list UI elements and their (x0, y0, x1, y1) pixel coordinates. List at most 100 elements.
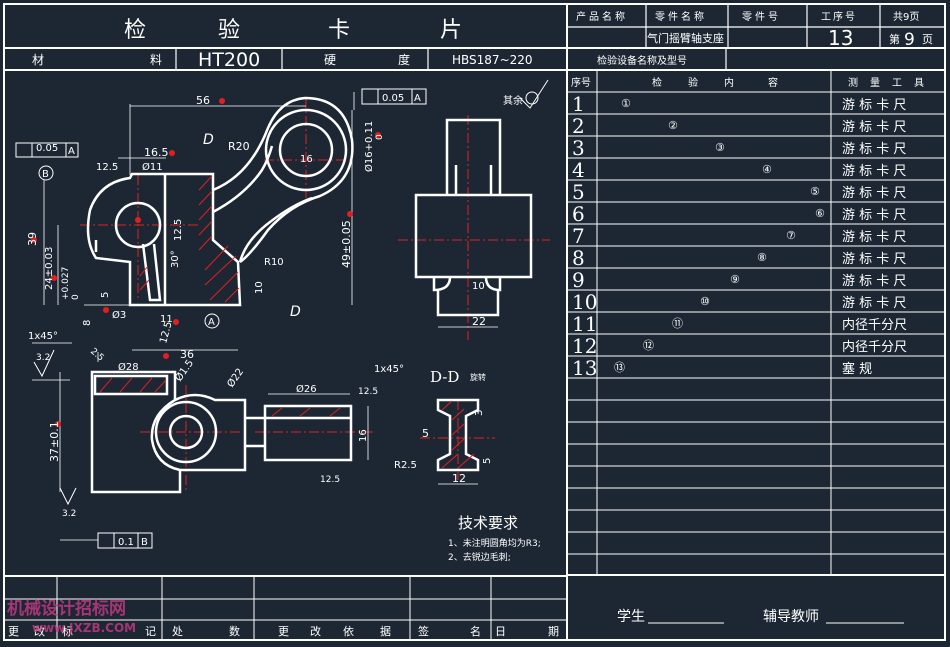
table-row-tool: 游 标 卡 尺 (842, 296, 906, 311)
svg-text:度: 度 (398, 52, 410, 67)
svg-text:处: 处 (172, 625, 183, 638)
table-row-tool: 游 标 卡 尺 (842, 186, 906, 201)
bottom-view (90, 370, 353, 494)
table-row-tool: 游 标 卡 尺 (842, 164, 906, 179)
table-header: 序号 检 验 内 容 测 量 工 具 (571, 76, 924, 89)
svg-text:Ø11: Ø11 (142, 161, 163, 173)
table-row-tool: 游 标 卡 尺 (842, 252, 906, 267)
table-row-no: 5 (572, 180, 585, 204)
svg-text:R20: R20 (228, 140, 250, 153)
sheet-border (3, 3, 946, 641)
svg-text:A: A (414, 93, 421, 104)
table-row-tool: 游 标 卡 尺 (842, 120, 906, 135)
card-title: 检 验 卡 片 (124, 18, 462, 43)
svg-text:0.1: 0.1 (118, 537, 134, 548)
svg-text:硬: 硬 (324, 53, 336, 67)
table-row-no: 6 (572, 202, 585, 226)
drawing-area: 56 16.5 Ø11 R20 D D R10 12.5 39 24±0.03 … (15, 79, 550, 563)
table-row-no: 4 (572, 158, 585, 182)
table-row-tool: 游 标 卡 尺 (842, 142, 906, 157)
hardness-value: HBS187~220 (452, 53, 533, 67)
svg-text:具: 具 (914, 77, 924, 89)
table-row-tool: 游 标 卡 尺 (842, 208, 906, 223)
part-name-label: 零件名称 (655, 10, 707, 23)
teacher-label: 辅导教师 (763, 609, 819, 625)
svg-text:记: 记 (145, 625, 156, 638)
material-value: HT200 (198, 49, 260, 71)
svg-text:更: 更 (8, 625, 19, 638)
svg-text:日: 日 (495, 625, 506, 638)
table-row-no: 8 (572, 246, 585, 270)
svg-text:22: 22 (472, 315, 486, 328)
svg-text:5: 5 (100, 292, 111, 298)
svg-text:片: 片 (440, 18, 462, 43)
part-no-label: 零件号 (742, 11, 781, 23)
svg-text:0.05: 0.05 (382, 93, 404, 104)
material-row: 材 料 HT200 硬 度 HBS187~220 检验设备名称及型号 (32, 49, 687, 71)
inspection-table (567, 70, 945, 576)
page-no: 9 (904, 30, 915, 50)
svg-text:12.5: 12.5 (173, 219, 184, 241)
svg-text:16: 16 (300, 154, 313, 165)
technical-requirements: 技术要求 1、未注明圆角均为R3; 2、去锐边毛刺; (448, 514, 541, 563)
svg-text:Ø3: Ø3 (112, 309, 126, 321)
table-row-mark: ⑨ (730, 273, 740, 286)
svg-text:10: 10 (254, 281, 265, 294)
revision-block (4, 575, 567, 640)
svg-text:+0.027: +0.027 (61, 267, 71, 300)
svg-text:材: 材 (32, 53, 44, 67)
marker-dots (31, 98, 381, 427)
svg-text:机械设计招标网: 机械设计招标网 (7, 598, 126, 619)
section-dd (436, 398, 480, 472)
svg-text:30°: 30° (170, 250, 181, 268)
svg-text:8: 8 (82, 320, 93, 326)
process-no-label: 工序号 (821, 10, 857, 23)
svg-text:16.5: 16.5 (144, 146, 169, 159)
table-row-no: 9 (572, 268, 585, 292)
svg-text:数: 数 (229, 625, 240, 638)
svg-text:12.5: 12.5 (358, 387, 378, 397)
table-row-tool: 内径千分尺 (842, 317, 907, 333)
svg-text:0.05: 0.05 (36, 143, 58, 154)
svg-text:其余: 其余 (503, 94, 523, 107)
svg-text:更: 更 (278, 625, 289, 638)
svg-text:37±0.1: 37±0.1 (48, 421, 61, 462)
svg-text:量: 量 (870, 77, 880, 89)
table-row-no: 1 (572, 92, 585, 116)
total-pages: 共9页 (893, 11, 919, 23)
svg-text:A: A (68, 146, 75, 157)
part-name-value: 气门摇臂轴支座 (647, 31, 724, 45)
svg-text:2、去锐边毛刺;: 2、去锐边毛刺; (448, 551, 511, 563)
table-row-mark: ⑧ (757, 251, 767, 264)
dimension-lines (32, 92, 498, 541)
svg-text:期: 期 (548, 625, 559, 638)
svg-text:3: 3 (474, 410, 485, 416)
table-row-mark: ⑤ (810, 185, 820, 198)
svg-text:旋转: 旋转 (470, 372, 486, 382)
revision-labels: 更 改 标 记 处 数 更 改 依 据 签 名 日 期 (8, 624, 559, 638)
svg-text:49±0.05: 49±0.05 (340, 220, 353, 268)
svg-text:名: 名 (470, 624, 481, 638)
svg-text:3.2: 3.2 (62, 509, 76, 519)
table-row-tool: 内径千分尺 (842, 339, 907, 355)
svg-text:据: 据 (380, 624, 391, 638)
table-row-no: 3 (572, 136, 585, 160)
svg-text:www.JXZB.COM: www.JXZB.COM (32, 621, 136, 635)
watermark: 机械设计招标网 www.JXZB.COM (7, 598, 136, 635)
svg-text:R2.5: R2.5 (394, 460, 417, 471)
header (4, 4, 945, 640)
table-row-mark: ⑩ (700, 295, 710, 308)
svg-text:料: 料 (150, 53, 162, 67)
table-row-no: 13 (572, 356, 597, 380)
main-view (86, 96, 354, 307)
page-prefix: 第 (889, 32, 900, 46)
svg-text:0: 0 (71, 294, 81, 300)
svg-text:39: 39 (26, 232, 39, 246)
svg-text:B: B (42, 169, 49, 180)
svg-text:依: 依 (343, 625, 354, 638)
table-row-no: 2 (572, 114, 585, 138)
svg-text:Ø16+0.11: Ø16+0.11 (363, 121, 375, 172)
svg-text:36: 36 (180, 348, 194, 361)
svg-text:B: B (141, 537, 148, 548)
